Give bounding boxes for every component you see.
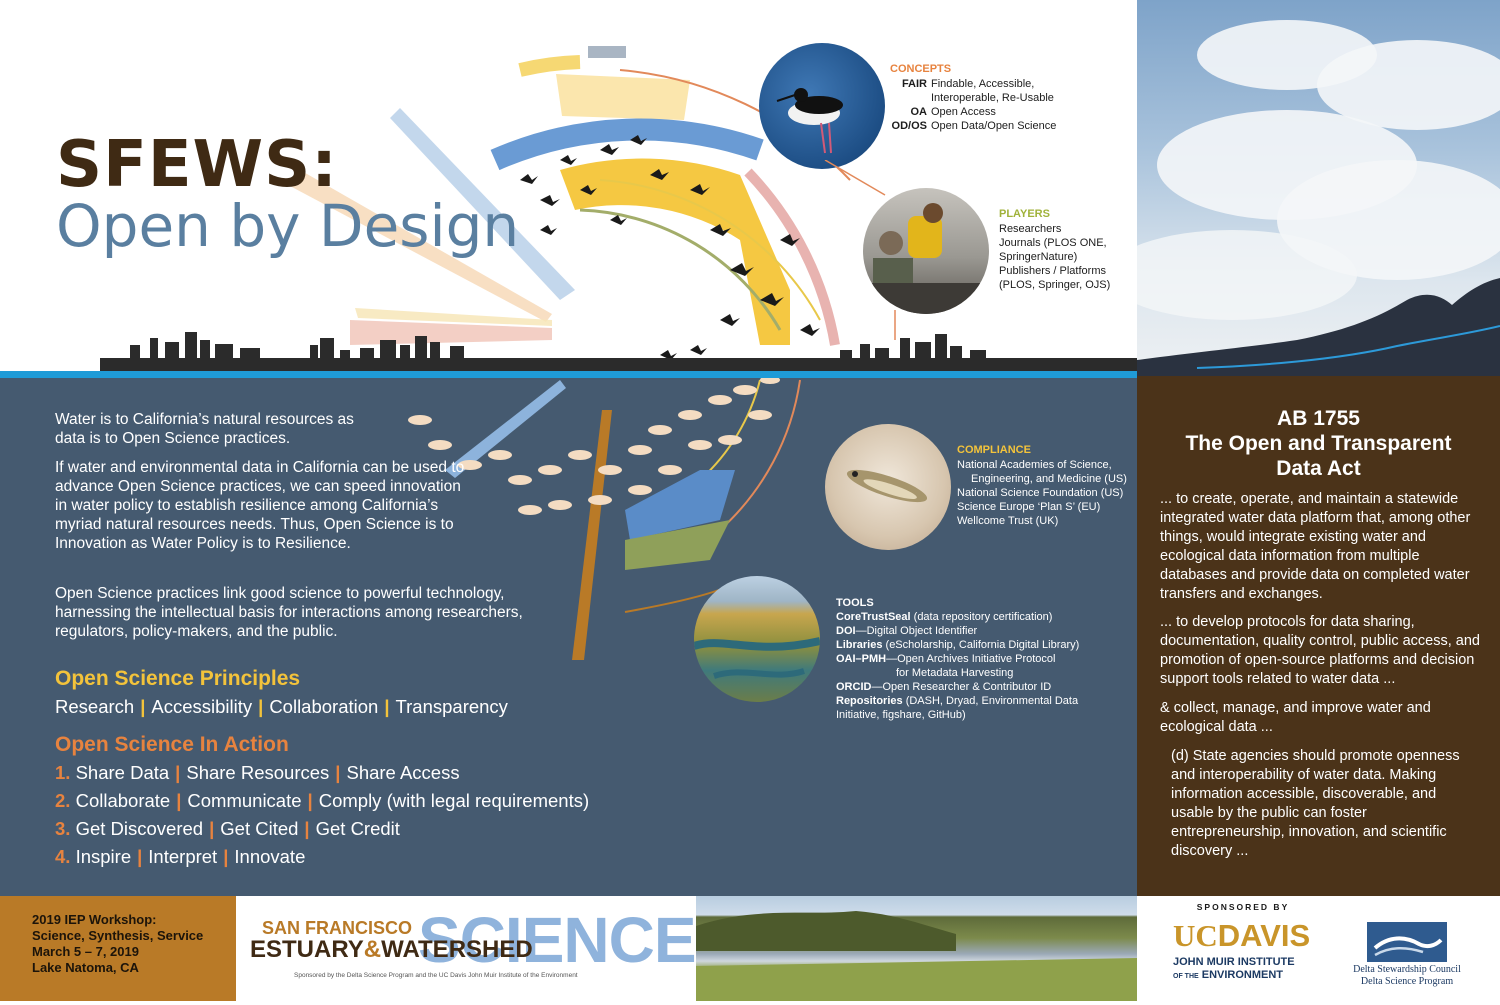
- connector-lines: [824, 160, 896, 340]
- journal-tagline: Sponsored by the Delta Science Program a…: [294, 972, 578, 979]
- ab1755-paragraph-4: (d) State agencies should promote openne…: [1171, 748, 1460, 859]
- action-row-1: 1. Share Data|Share Resources|Share Acce…: [55, 762, 460, 783]
- wetland-photo: [696, 896, 1137, 1001]
- journal-logo: SCIENCE SAN FRANCISCO ESTUARY&WATERSHED …: [236, 896, 696, 1001]
- dsc-label: Delta Stewardship Council Delta Science …: [1353, 964, 1461, 987]
- sky-photo: [1137, 0, 1500, 376]
- tool-item: Repositories (DASH, Dryad, Environmental…: [836, 695, 1079, 707]
- compliance-item: Engineering, and Medicine (US): [971, 473, 1127, 485]
- player-item: (PLOS, Springer, OJS): [999, 279, 1111, 291]
- player-item: SpringerNature): [999, 251, 1078, 263]
- tool-item: DOI—Digital Object Identifier: [836, 625, 978, 637]
- ucdavis-logo: UCDAVIS: [1173, 918, 1311, 953]
- principle-transparency: Transparency: [395, 696, 508, 717]
- tool-item: OAI–PMH—Open Archives Initiative Protoco…: [836, 653, 1056, 665]
- sponsored-by-label: SPONSORED BY: [1196, 902, 1290, 912]
- compliance-item: Science Europe ‘Plan S’ (EU): [957, 501, 1101, 513]
- concepts-heading: CONCEPTS: [890, 63, 952, 75]
- ab1755-paragraph-2: ... to develop protocols for data sharin…: [1160, 614, 1480, 687]
- compliance-item: National Academies of Science,: [957, 459, 1112, 471]
- ab1755-title: AB 1755 The Open and Transparent Data Ac…: [1185, 407, 1452, 480]
- jmi-label: JOHN MUIR INSTITUTE OF THE ENVIRONMENT: [1173, 956, 1295, 981]
- tool-item: CoreTrustSeal (data repository certifica…: [836, 611, 1053, 623]
- lower-text-panel: [0, 378, 1137, 896]
- researchers-photo: [863, 188, 989, 314]
- delta-aerial-photo: [694, 576, 820, 702]
- journal-sf-line: SAN FRANCISCO: [262, 918, 413, 938]
- principles-list: Research|Accessibility|Collaboration|Tra…: [55, 696, 508, 717]
- dsc-logo-icon: [1367, 922, 1447, 962]
- page-title: SFEWS:: [56, 128, 338, 202]
- principle-collaboration: Collaboration: [269, 696, 379, 717]
- players-list: Researchers Journals (PLOS ONE, Springer…: [999, 222, 1129, 292]
- principle-research: Research: [55, 696, 135, 717]
- action-row-2: 2. Collaborate|Communicate|Comply (with …: [55, 790, 590, 811]
- tool-item: for Metadata Harvesting: [896, 667, 1014, 679]
- tools-list: CoreTrustSeal (data repository certifica…: [836, 610, 1096, 722]
- tools-heading: TOOLS: [836, 597, 874, 609]
- ab1755-paragraph-3: & collect, manage, and improve water and…: [1160, 700, 1431, 735]
- sponsors: SPONSORED BY UCDAVIS JOHN MUIR INSTITUTE…: [1137, 896, 1500, 1001]
- compliance-item: National Science Foundation (US): [957, 487, 1124, 499]
- action-heading: Open Science In Action: [55, 733, 289, 756]
- semicircle-illustration: [0, 46, 1137, 660]
- tool-item: Initiative, figshare, GitHub): [836, 709, 966, 721]
- workshop-info: 2019 IEP Workshop: Science, Synthesis, S…: [0, 896, 236, 1001]
- intro-paragraph-2: If water and environmental data in Calif…: [55, 459, 465, 552]
- ab1755-paragraph-1: ... to create, operate, and maintain a s…: [1160, 491, 1471, 602]
- journal-estuary-line: ESTUARY&WATERSHED: [250, 936, 533, 963]
- compliance-list: National Academies of Science, Engineeri…: [957, 458, 1135, 528]
- intro-paragraph-3: Open Science practices link good science…: [55, 585, 523, 640]
- player-item: Publishers / Platforms: [999, 265, 1106, 277]
- concept-item: Interoperable, Re-Usable: [931, 92, 1054, 104]
- intro-paragraph-1: Water is to California’s natural resourc…: [55, 411, 354, 447]
- stilt-bird-photo: [759, 43, 885, 169]
- journal-science-word: SCIENCE: [418, 904, 696, 976]
- compliance-item: Wellcome Trust (UK): [957, 515, 1059, 527]
- player-item: Researchers: [999, 223, 1062, 235]
- principles-heading: Open Science Principles: [55, 667, 301, 690]
- tool-item: Libraries (eScholarship, California Digi…: [836, 639, 1080, 651]
- action-row-3: 3. Get Discovered|Get Cited|Get Credit: [55, 818, 400, 839]
- action-row-4: 4. Inspire|Interpret|Innovate: [55, 846, 306, 867]
- compliance-heading: COMPLIANCE: [957, 444, 1031, 456]
- smelt-fish-photo: [825, 424, 951, 550]
- player-item: Journals (PLOS ONE,: [999, 237, 1107, 249]
- tool-item: ORCID—Open Researcher & Contributor ID: [836, 681, 1052, 693]
- page-subtitle: Open by Design: [56, 192, 520, 260]
- principle-accessibility: Accessibility: [151, 696, 253, 717]
- players-heading: PLAYERS: [999, 208, 1050, 220]
